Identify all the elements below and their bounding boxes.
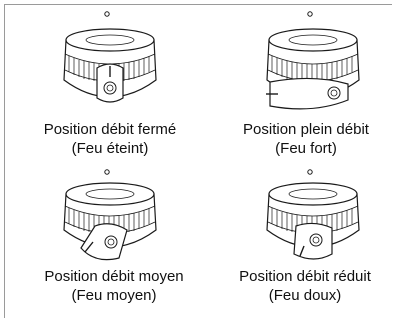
burner-knob-medium-illustration	[63, 169, 157, 261]
caption-closed: Position débit fermé (Feu éteint)	[20, 120, 200, 158]
burner-knob-closed-illustration	[63, 11, 157, 103]
caption-medium-line2: (Feu moyen)	[71, 287, 157, 304]
caption-closed-line2: (Feu éteint)	[71, 140, 149, 157]
burner-knob-reduced-illustration	[266, 169, 360, 260]
figure-frame-left	[4, 4, 5, 318]
figure-frame-top	[4, 4, 392, 5]
caption-reduced-line2: (Feu doux)	[268, 287, 342, 304]
panel-closed	[55, 10, 165, 118]
panel-reduced	[258, 168, 368, 266]
caption-full: Position plein débit (Feu fort)	[216, 120, 396, 158]
burner-knob-full-illustration	[266, 11, 360, 110]
caption-reduced: Position débit réduit (Feu doux)	[214, 267, 396, 305]
panel-full	[258, 10, 368, 118]
panel-medium	[55, 168, 165, 266]
caption-closed-line1: Position débit fermé	[43, 121, 177, 138]
caption-full-line2: (Feu fort)	[275, 140, 337, 157]
caption-medium: Position débit moyen (Feu moyen)	[24, 267, 204, 305]
caption-reduced-line1: Position débit réduit	[239, 268, 371, 285]
caption-full-line1: Position plein débit	[243, 121, 369, 138]
caption-medium-line1: Position débit moyen	[44, 268, 184, 285]
